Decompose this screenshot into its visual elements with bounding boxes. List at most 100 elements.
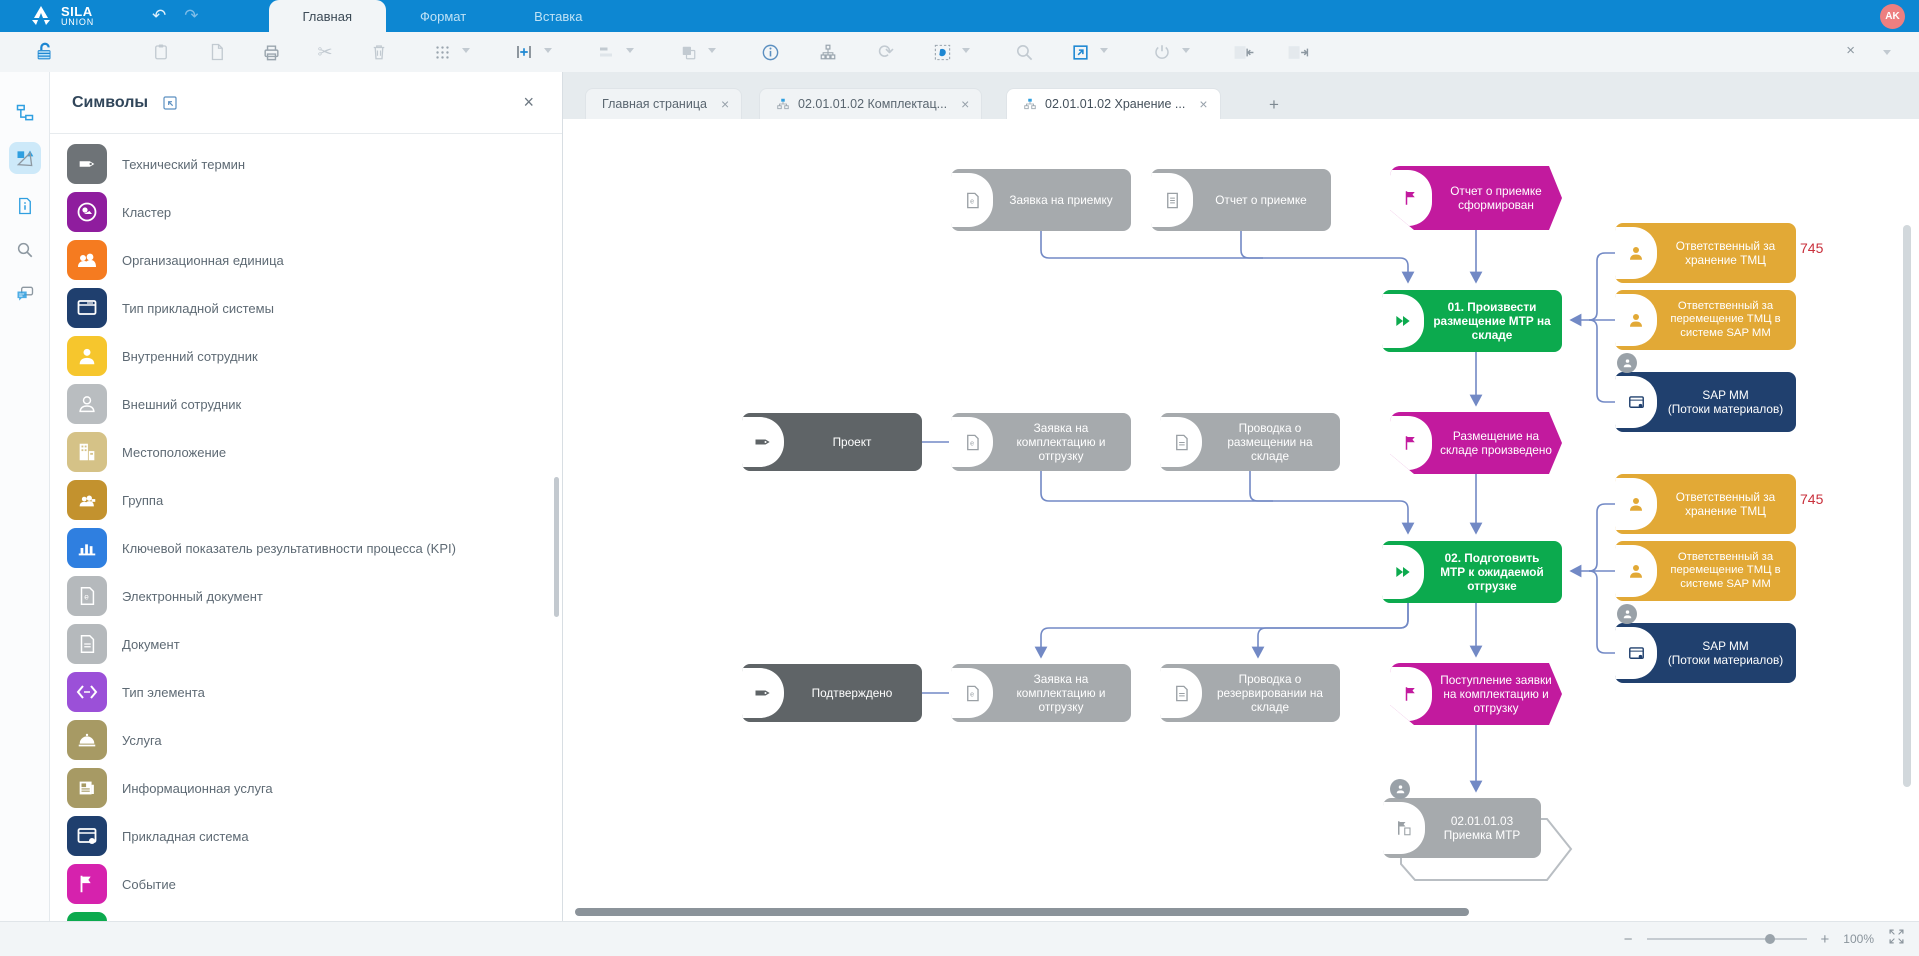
tab-close-icon[interactable]: × xyxy=(1199,96,1208,112)
zoom-slider-handle[interactable] xyxy=(1764,934,1775,944)
comments-icon[interactable] xyxy=(9,278,41,310)
symbol-item-function[interactable] xyxy=(50,908,554,921)
symbols-close-icon[interactable]: × xyxy=(523,92,534,112)
menu-tab-home[interactable]: Главная xyxy=(268,0,386,32)
symbol-item-group[interactable]: Группа xyxy=(50,476,554,524)
symbol-item-app-system[interactable]: Прикладная система xyxy=(50,812,554,860)
power-icon[interactable] xyxy=(1150,40,1174,64)
tab-komplektacia[interactable]: 02.01.01.02 Комплектац...× xyxy=(759,88,983,119)
canvas-vertical-scrollbar[interactable] xyxy=(1903,225,1911,787)
insert-node-icon[interactable] xyxy=(512,40,536,64)
event-node[interactable]: Размещение на складе произведено xyxy=(1390,412,1562,474)
event-node[interactable]: Поступление заявки на комплектацию и отг… xyxy=(1390,663,1562,725)
role-node[interactable]: Ответственный за хранение ТМЦ xyxy=(1615,223,1796,283)
redo-icon[interactable]: ↷ xyxy=(184,6,199,25)
event-node[interactable]: Отчет о приемке сформирован xyxy=(1390,166,1562,230)
search-icon[interactable] xyxy=(1012,40,1036,64)
term-node[interactable]: Подтверждено xyxy=(742,664,922,722)
symbol-item-org-unit[interactable]: Организационная единица xyxy=(50,236,554,284)
document-tab-strip: Главная страница× 02.01.01.02 Комплектац… xyxy=(563,72,1919,119)
new-page-icon[interactable] xyxy=(205,40,229,64)
tab-close-icon[interactable]: × xyxy=(720,96,730,112)
menu-tab-format[interactable]: Формат xyxy=(419,8,467,24)
symbol-item-cluster[interactable]: Кластер xyxy=(50,188,554,236)
document-node[interactable]: e Заявка на комплектацию и отгрузку xyxy=(951,664,1131,722)
system-node[interactable]: SAP MM(Потоки материалов) xyxy=(1615,623,1796,683)
tab-close-icon[interactable]: × xyxy=(961,96,970,112)
selection-icon[interactable] xyxy=(930,40,954,64)
menu-tab-insert[interactable]: Вставка xyxy=(534,8,583,24)
occurrence-count: 745 xyxy=(1800,491,1824,507)
lock-icon[interactable] xyxy=(33,40,57,64)
insert-node-dropdown-icon[interactable] xyxy=(544,48,552,53)
symbol-item-event[interactable]: Событие xyxy=(50,860,554,908)
role-node[interactable]: Ответственный за перемещение ТМЦ в систе… xyxy=(1615,541,1796,601)
canvas-horizontal-scrollbar[interactable] xyxy=(575,908,1469,916)
zoom-in-button[interactable]: + xyxy=(1820,930,1830,948)
role-node[interactable]: Ответственный за перемещение ТМЦ в систе… xyxy=(1615,290,1796,350)
rail-search-icon[interactable] xyxy=(9,234,41,266)
term-node[interactable]: Проект xyxy=(742,413,922,471)
user-avatar[interactable]: AK xyxy=(1880,4,1905,29)
document-node[interactable]: e Заявка на комплектацию и отгрузку xyxy=(951,413,1131,471)
document-icon xyxy=(67,624,107,664)
document-info-icon[interactable] xyxy=(9,190,41,222)
symbol-item-technical-term[interactable]: Технический термин xyxy=(50,140,554,188)
zoom-out-button[interactable]: − xyxy=(1623,930,1633,948)
document-node[interactable]: Проводка о резервировании на складе xyxy=(1160,664,1340,722)
symbol-item-app-system-type[interactable]: Тип прикладной системы xyxy=(50,284,554,332)
cut-icon[interactable]: ✂ xyxy=(317,41,333,62)
system-node[interactable]: SAP MM(Потоки материалов) xyxy=(1615,372,1796,432)
power-dropdown-icon[interactable] xyxy=(1182,48,1190,53)
open-in-new-icon[interactable] xyxy=(1068,40,1092,64)
info-icon[interactable] xyxy=(758,40,782,64)
symbol-item-info-service[interactable]: Информационная услуга xyxy=(50,764,554,812)
symbol-item-location[interactable]: Местоположение xyxy=(50,428,554,476)
document-node[interactable]: Проводка о размещении на складе xyxy=(1160,413,1340,471)
function-node[interactable]: 01. Произвести размещение МТР на складе xyxy=(1382,290,1562,352)
dock-right-icon[interactable] xyxy=(1286,40,1310,64)
diagram-canvas[interactable]: e Заявка на приемку Отчет о приемке Отче… xyxy=(563,119,1919,921)
term-tag-icon xyxy=(742,668,784,718)
undo-icon[interactable]: ↶ xyxy=(152,6,167,25)
delete-icon[interactable] xyxy=(367,40,391,64)
print-icon[interactable] xyxy=(259,40,283,64)
symbol-item-external-employee[interactable]: Внешний сотрудник xyxy=(50,380,554,428)
align-icon[interactable] xyxy=(594,40,618,64)
symbols-detach-icon[interactable] xyxy=(162,95,178,116)
function-node[interactable]: 02. Подготовить МТР к ожидаемой отгрузке xyxy=(1382,541,1562,603)
symbols-list: Технический термин Кластер Организационн… xyxy=(50,140,554,921)
symbol-item-element-type[interactable]: Тип элемента xyxy=(50,668,554,716)
grid-dropdown-icon[interactable] xyxy=(462,48,470,53)
open-in-new-dropdown-icon[interactable] xyxy=(1100,48,1108,53)
copy-style-dropdown-icon[interactable] xyxy=(708,48,716,53)
symbols-scrollbar[interactable] xyxy=(554,477,559,617)
tab-hranenie[interactable]: 02.01.01.02 Хранение ...× xyxy=(1006,88,1221,119)
align-dropdown-icon[interactable] xyxy=(626,48,634,53)
paste-icon[interactable] xyxy=(149,40,173,64)
copy-style-icon[interactable] xyxy=(676,40,700,64)
sila-logo-icon xyxy=(32,6,50,25)
refresh-icon[interactable]: ⟳ xyxy=(878,41,894,63)
symbol-item-kpi[interactable]: Ключевой показатель результативности про… xyxy=(50,524,554,572)
symbol-item-e-document[interactable]: e Электронный документ xyxy=(50,572,554,620)
document-node[interactable]: Отчет о приемке xyxy=(1151,169,1331,231)
model-tree-icon[interactable] xyxy=(9,97,41,129)
new-tab-button[interactable]: + xyxy=(1269,95,1279,114)
role-node[interactable]: Ответственный за хранение ТМЦ xyxy=(1615,474,1796,534)
symbol-item-internal-employee[interactable]: Внутренний сотрудник xyxy=(50,332,554,380)
document-node[interactable]: e Заявка на приемку xyxy=(951,169,1131,231)
hierarchy-icon[interactable] xyxy=(816,40,840,64)
symbols-icon[interactable] xyxy=(9,142,41,174)
toolbar-collapse-icon[interactable] xyxy=(1883,50,1891,55)
dock-left-icon[interactable] xyxy=(1232,40,1256,64)
symbol-item-service[interactable]: Услуга xyxy=(50,716,554,764)
zoom-slider[interactable] xyxy=(1646,934,1807,944)
grid-icon[interactable] xyxy=(430,40,454,64)
symbol-item-document[interactable]: Документ xyxy=(50,620,554,668)
fit-screen-icon[interactable] xyxy=(1888,928,1905,950)
tab-home-page[interactable]: Главная страница× xyxy=(585,88,743,119)
toolbar-close-icon[interactable]: × xyxy=(1846,42,1855,59)
selection-dropdown-icon[interactable] xyxy=(962,48,970,53)
